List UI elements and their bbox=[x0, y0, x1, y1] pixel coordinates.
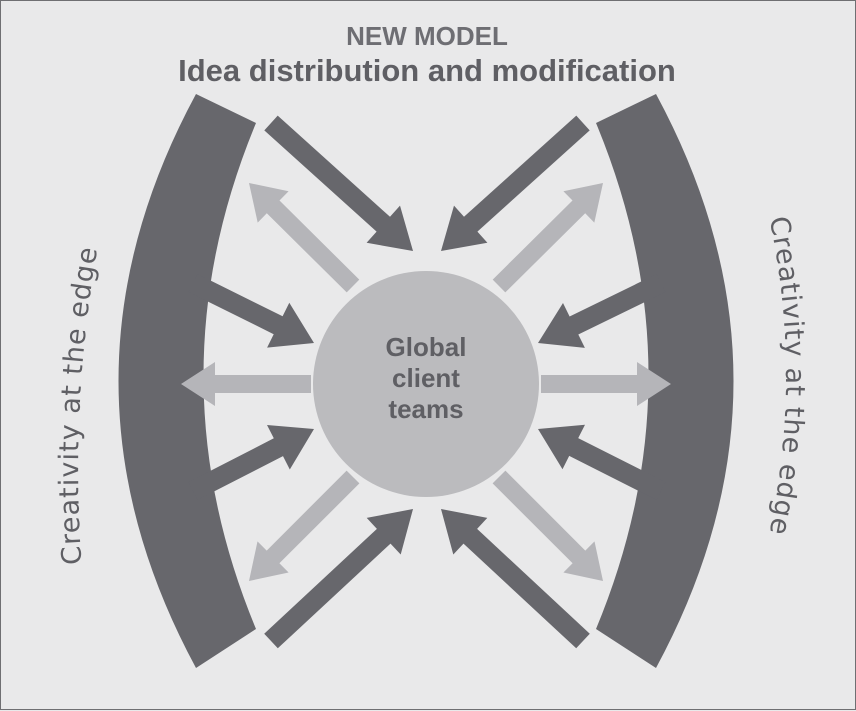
right-edge-label: Creativity at the edge bbox=[763, 214, 810, 539]
outward-arrow-right bbox=[541, 362, 671, 406]
outward-arrow-top-right bbox=[492, 183, 603, 293]
arrow-group bbox=[181, 115, 671, 649]
diagram-title: Idea distribution and modification bbox=[178, 53, 676, 88]
hub-line-2: client bbox=[392, 363, 460, 393]
left-edge-label-text: Creativity at the edge bbox=[54, 244, 103, 566]
hub-line-1: Global bbox=[386, 332, 467, 362]
left-edge-label: Creativity at the edge bbox=[54, 244, 104, 566]
outward-arrow-bottom-right bbox=[492, 470, 603, 581]
outward-arrow-left bbox=[181, 362, 311, 406]
inward-arrow-top-right bbox=[441, 115, 590, 251]
inward-arrow-lower-left bbox=[188, 425, 314, 500]
inward-arrow-top-left bbox=[264, 115, 413, 251]
supertitle: NEW MODEL bbox=[346, 21, 508, 51]
inward-arrow-lower-right bbox=[538, 424, 666, 500]
inward-arrow-upper-left bbox=[188, 274, 314, 348]
outward-arrow-top-left bbox=[249, 183, 360, 293]
right-edge-label-text: Creativity at the edge bbox=[763, 214, 809, 539]
inward-arrow-bottom-right bbox=[441, 509, 590, 649]
outward-arrow-bottom-left bbox=[249, 470, 360, 581]
inward-arrow-bottom-left bbox=[264, 509, 413, 649]
hub-circle bbox=[313, 271, 539, 497]
inward-arrow-upper-right bbox=[538, 274, 666, 348]
hub-line-3: teams bbox=[388, 394, 463, 424]
